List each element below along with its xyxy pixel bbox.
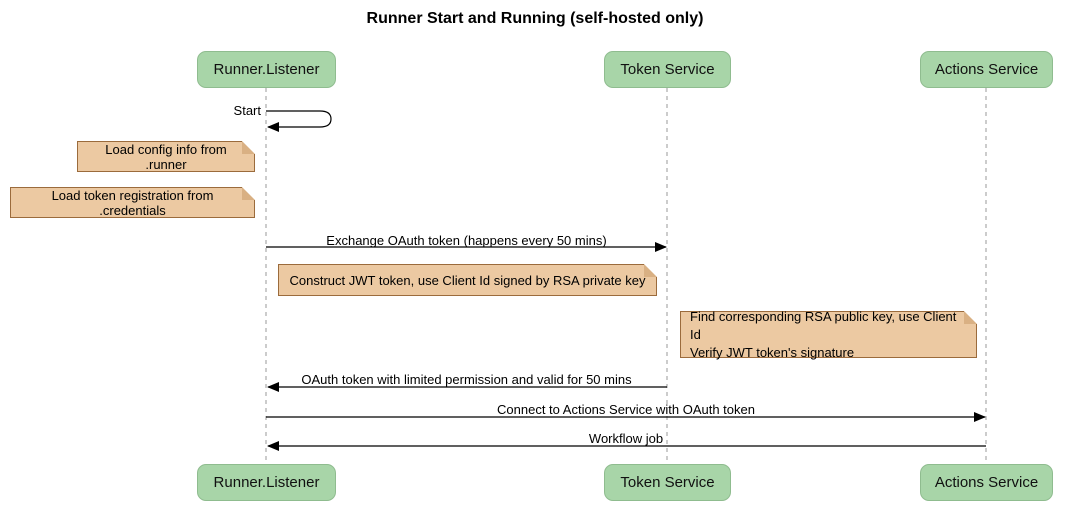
message-label-workflow-job: Workflow job xyxy=(588,431,664,446)
participant-token-service-top: Token Service xyxy=(604,51,731,88)
self-message-arrow-start xyxy=(266,110,332,132)
note-load-token-registration: Load token registration from .credential… xyxy=(10,187,255,218)
participant-actions-service-bottom: Actions Service xyxy=(920,464,1053,501)
note-verify-jwt-line2: Verify JWT token's signature xyxy=(690,344,855,360)
message-label-connect-actions: Connect to Actions Service with OAuth to… xyxy=(497,402,755,417)
note-verify-jwt-line1: Find corresponding RSA public key, use C… xyxy=(690,308,957,342)
note-verify-jwt-text: Find corresponding RSA public key, use C… xyxy=(690,308,967,362)
note-load-config: Load config info from .runner xyxy=(77,141,255,172)
participant-actions-service-top: Actions Service xyxy=(920,51,1053,88)
message-label-oauth-token-return: OAuth token with limited permission and … xyxy=(301,372,632,387)
note-verify-jwt: Find corresponding RSA public key, use C… xyxy=(680,309,977,360)
participant-token-service-bottom: Token Service xyxy=(604,464,731,501)
note-construct-jwt: Construct JWT token, use Client Id signe… xyxy=(278,264,657,296)
message-label-exchange-oauth: Exchange OAuth token (happens every 50 m… xyxy=(326,233,607,248)
diagram-title: Runner Start and Running (self-hosted on… xyxy=(366,10,704,27)
note-load-token-registration-text: Load token registration from .credential… xyxy=(51,187,214,218)
note-construct-jwt-text: Construct JWT token, use Client Id signe… xyxy=(289,272,646,288)
note-load-config-text: Load config info from .runner xyxy=(105,141,227,172)
message-label-start: Start xyxy=(233,103,261,118)
participant-runner-listener-top: Runner.Listener xyxy=(197,51,336,88)
participant-runner-listener-bottom: Runner.Listener xyxy=(197,464,336,501)
